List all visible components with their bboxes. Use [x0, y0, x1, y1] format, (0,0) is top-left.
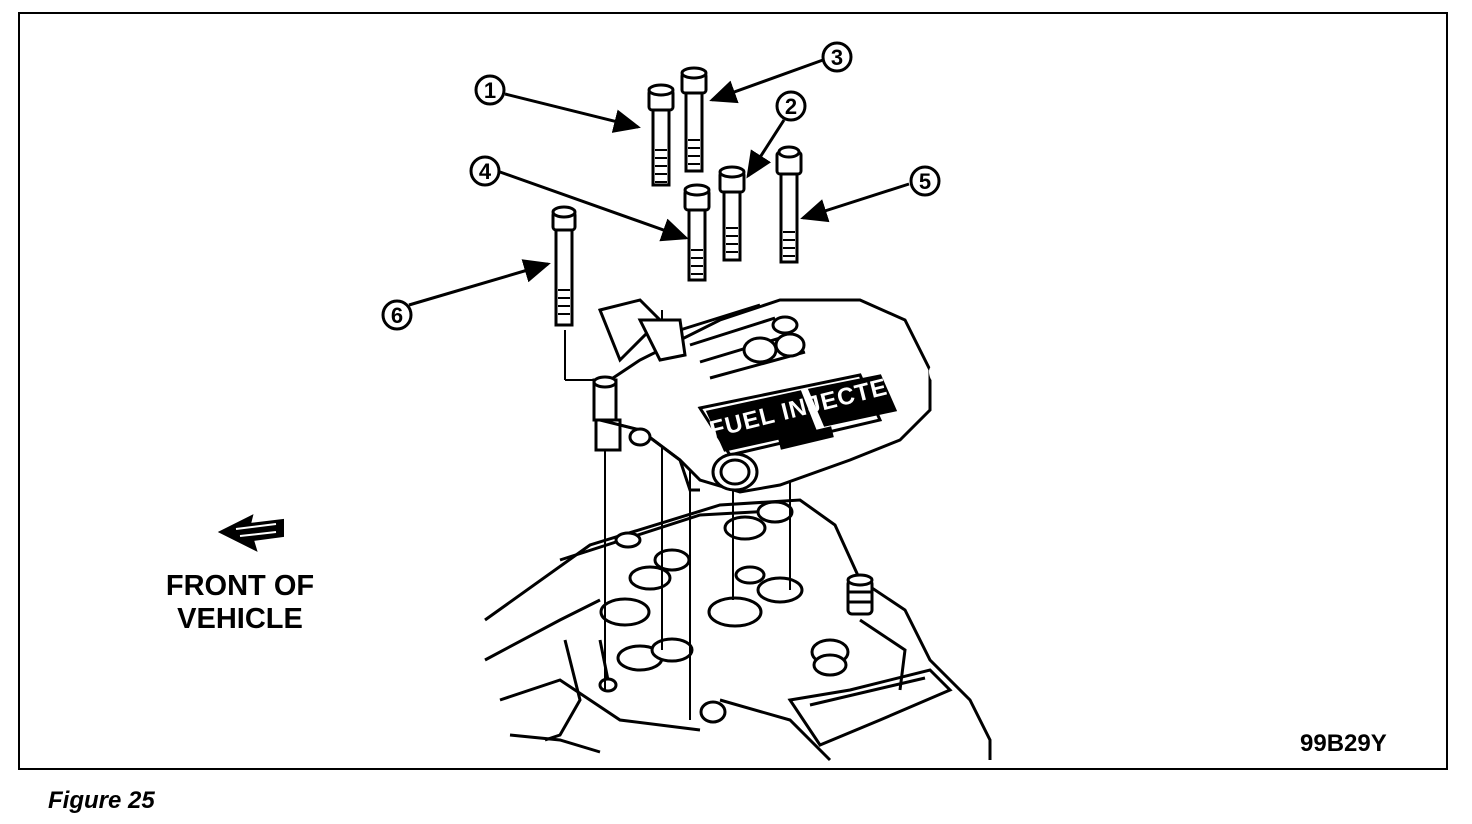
callout-2-label: 2	[785, 94, 797, 119]
intake-ports	[599, 500, 804, 672]
front-of-vehicle-label: FRONT OF VEHICLE	[140, 570, 340, 636]
callout-3-label: 3	[831, 45, 843, 70]
bolt-2	[718, 165, 746, 262]
leader-arrows	[408, 58, 910, 307]
upper-intake-manifold	[592, 298, 932, 494]
callout-6-label: 6	[391, 303, 403, 328]
figure-code: 99B29Y	[1300, 730, 1387, 757]
front-label-line1: FRONT OF	[165, 570, 315, 602]
bolt-1	[647, 83, 675, 187]
bolt-6	[551, 205, 577, 327]
bolt-5	[775, 145, 803, 264]
callout-1-label: 1	[484, 78, 496, 103]
callout-5: 5	[909, 165, 941, 197]
callout-2: 2	[775, 90, 807, 122]
callout-1: 1	[474, 74, 506, 106]
bolt-4	[683, 183, 711, 282]
callout-5-label: 5	[919, 169, 931, 194]
callout-4-label: 4	[479, 159, 492, 184]
callout-6: 6	[381, 299, 413, 331]
front-label-line2: VEHICLE	[177, 603, 303, 635]
callout-4: 4	[469, 155, 501, 187]
head-studs	[598, 573, 874, 724]
bolt-3	[680, 66, 708, 173]
front-direction-arrow-icon	[217, 514, 284, 552]
figure-frame	[18, 12, 1448, 770]
callout-3: 3	[821, 41, 853, 73]
figure-caption: Figure 25	[48, 787, 155, 814]
